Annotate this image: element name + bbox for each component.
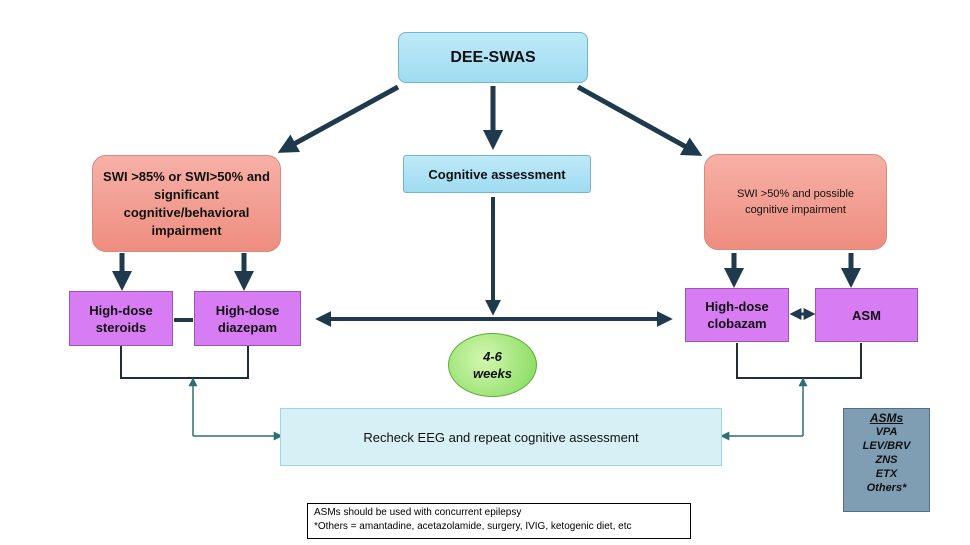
- bracket-left: [120, 346, 249, 379]
- asms-item: Others*: [866, 482, 907, 494]
- bracket-right: [736, 343, 862, 379]
- node-swi-possible-label: SWI >50% and possible cognitive impairme…: [736, 188, 855, 216]
- asms-item: LEV/BRV: [862, 440, 911, 452]
- footnote-line-1: ASMs should be used with concurrent epil…: [314, 507, 522, 518]
- node-swi-high: SWI >85% or SWI>50% and significant cogn…: [92, 155, 281, 252]
- node-high-dose-clobazam-label: High-dose clobazam: [705, 299, 769, 331]
- arrow-dee-to-swi-high: [277, 84, 400, 153]
- asms-item: ZNS: [875, 454, 898, 466]
- node-dee-swas: DEE-SWAS: [398, 32, 588, 83]
- asms-item: ETX: [875, 468, 898, 480]
- footnote-box: ASMs should be used with concurrent epil…: [307, 503, 691, 539]
- node-high-dose-steroids-label: High-dose steroids: [89, 302, 153, 335]
- node-4-6-weeks-label: 4-6 weeks: [472, 349, 513, 381]
- node-cognitive-assessment-label: Cognitive assessment: [428, 166, 566, 182]
- node-cognitive-assessment: Cognitive assessment: [403, 155, 591, 193]
- footnote-line-2: *Others = amantadine, acetazolamide, sur…: [314, 521, 632, 532]
- asms-box: ASMs VPA LEV/BRV ZNS ETX Others*: [843, 408, 930, 512]
- node-4-6-weeks: 4-6 weeks: [448, 333, 537, 397]
- node-asm: ASM: [815, 288, 918, 342]
- arrow-dee-to-swi-possible: [576, 84, 703, 156]
- node-swi-possible: SWI >50% and possible cognitive impairme…: [704, 154, 887, 250]
- node-recheck-label: Recheck EEG and repeat cognitive assessm…: [363, 429, 639, 445]
- asms-box-title: ASMs: [869, 411, 904, 425]
- node-recheck: Recheck EEG and repeat cognitive assessm…: [280, 408, 722, 466]
- asms-item: VPA: [875, 426, 898, 438]
- node-high-dose-clobazam: High-dose clobazam: [685, 288, 789, 342]
- node-asm-label: ASM: [852, 307, 881, 323]
- node-swi-high-label: SWI >85% or SWI>50% and significant cogn…: [103, 168, 270, 238]
- node-high-dose-diazepam: High-dose diazepam: [194, 291, 301, 346]
- node-dee-swas-label: DEE-SWAS: [450, 48, 536, 66]
- node-high-dose-steroids: High-dose steroids: [69, 291, 173, 346]
- node-high-dose-diazepam-label: High-dose diazepam: [215, 302, 280, 335]
